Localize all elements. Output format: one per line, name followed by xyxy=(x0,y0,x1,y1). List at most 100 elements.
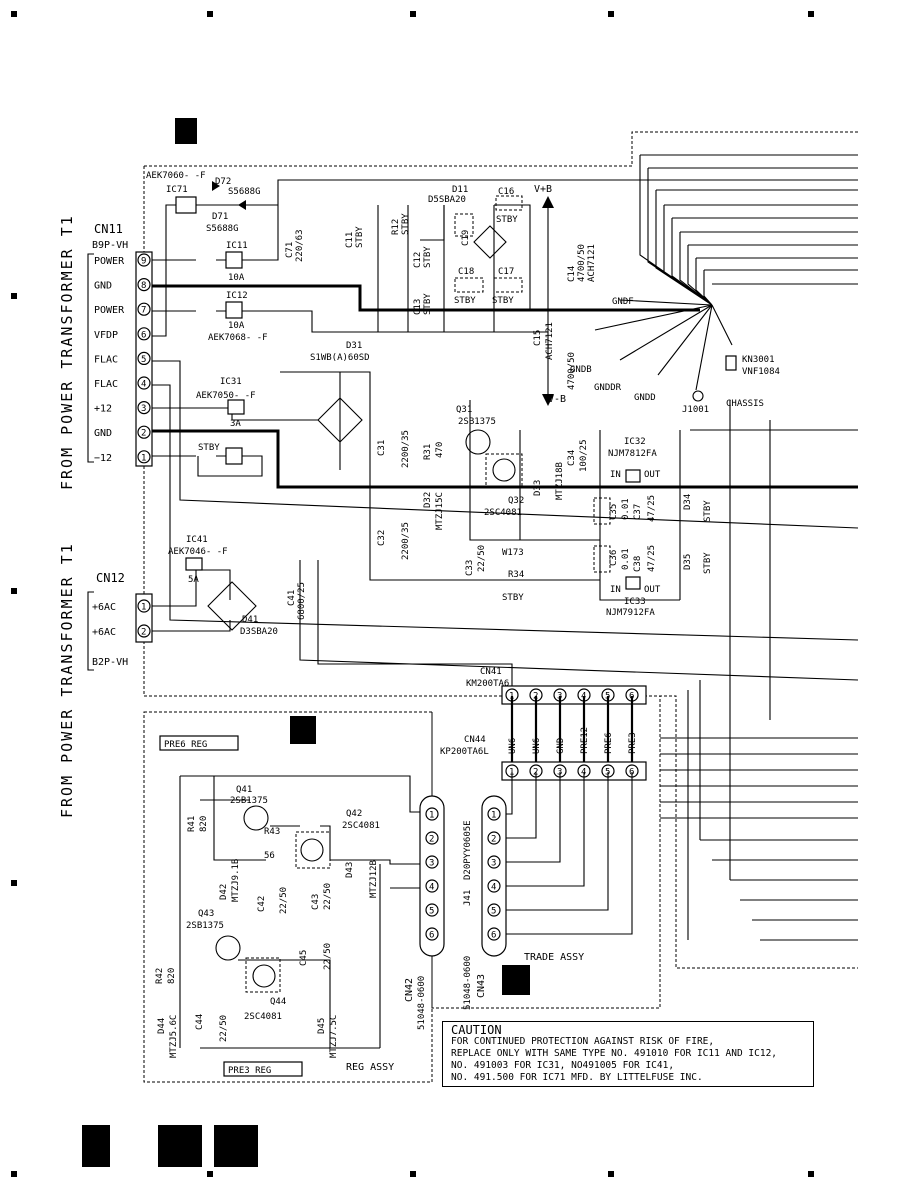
d71-part: S5688G xyxy=(206,224,239,234)
j1001-label: J1001 xyxy=(682,405,709,415)
r42-val: 820 xyxy=(167,968,177,984)
c18-label: C18 xyxy=(458,267,474,277)
w173-label: W173 xyxy=(502,548,524,558)
cn12-pin-circle xyxy=(137,624,151,638)
cn11-pin-number: 4 xyxy=(141,380,146,390)
kn3001-part: VNF1084 xyxy=(742,367,780,377)
cn11-pin-label: GND xyxy=(94,281,112,292)
ic32-in: IN xyxy=(610,470,621,480)
reg-assy-circuit: PRE6 REG Q41 2SB1375 Q42 2SC4081 R41 820… xyxy=(155,735,420,1077)
ic11-ic12: IC11 10A IC12 10A AEK7068- -F xyxy=(208,241,268,343)
ic71-label: IC71 xyxy=(166,185,188,195)
cn11-pin-circle xyxy=(137,401,151,415)
q42-label: Q42 xyxy=(346,809,362,819)
cn11-pin-circle xyxy=(137,278,151,292)
r42-label: R42 xyxy=(155,968,165,984)
cn42-pin-number: 2 xyxy=(429,835,434,845)
main-board-outline xyxy=(143,166,858,969)
d72-part: S5688G xyxy=(228,187,261,197)
trade-assy-title: TRADE ASSY xyxy=(524,952,584,963)
c43-val: 22/50 xyxy=(323,883,333,910)
c41-label: C41 xyxy=(287,590,297,606)
ic11-val: 10A xyxy=(228,273,245,283)
connector-cn44: CN44 KP200TA6L 1UN62UN63GND4PRE125PRE66P… xyxy=(440,727,647,781)
c14-label: C14 xyxy=(567,266,577,282)
block-marker-a xyxy=(175,118,197,144)
r31-val: 470 xyxy=(435,442,445,458)
c44-val: 22/50 xyxy=(219,1015,229,1042)
r31-label: R31 xyxy=(423,444,433,460)
cn43-pin-number: 5 xyxy=(491,907,496,917)
cn42-pin-circle xyxy=(425,855,439,869)
cn11-pin-number: 2 xyxy=(141,429,146,439)
c36-label: C36 xyxy=(609,550,619,566)
cn44-part: KP200TA6L xyxy=(440,747,489,757)
cn11-pin-label: FLAC xyxy=(94,354,118,365)
q41-label: Q41 xyxy=(236,785,252,795)
footer-block-2 xyxy=(158,1125,202,1167)
cn11-pin-circle xyxy=(137,376,151,390)
d42-part: MTZJ9.1B xyxy=(231,859,241,902)
block-marker-b xyxy=(290,716,316,744)
pre3-reg-label: PRE3 REG xyxy=(228,1066,271,1076)
c32-label: C32 xyxy=(377,530,387,546)
ic41-group: IC41 AEK7046- -F 5A D41 D3SBA20 C41 6800… xyxy=(168,535,307,637)
side-label-t1-bottom: FROM POWER TRANSFORMER T1 xyxy=(58,542,76,818)
ic71-part: AEK7060- -F xyxy=(146,171,206,181)
cn11-pin-circle xyxy=(137,450,151,464)
d11-bridge-group: C11 STBY R12 STBY C12 STBY C13 STBY D11 … xyxy=(345,185,523,315)
q44-label: Q44 xyxy=(270,997,286,1007)
cn42-pin-circle xyxy=(425,807,439,821)
d11-label: D11 xyxy=(452,185,468,195)
cn43-pin-circle xyxy=(487,927,501,941)
d32-label: D32 xyxy=(423,492,433,508)
cn11-pin-number: 7 xyxy=(141,306,146,316)
gndd-label: GNDD xyxy=(634,393,656,403)
d42-label: D42 xyxy=(219,884,229,900)
cn11-pin-circle xyxy=(137,425,151,439)
cn42-pin-number: 5 xyxy=(429,907,434,917)
cn41-part: KM200TA6 xyxy=(466,679,509,689)
d34-label: D34 xyxy=(683,494,693,510)
c34-label: C34 xyxy=(567,450,577,466)
cn42-pin-circle xyxy=(425,879,439,893)
ic12-label: IC12 xyxy=(226,291,248,301)
caution-title: CAUTION xyxy=(451,1023,502,1037)
gnddr-label: GNDDR xyxy=(594,383,622,393)
side-label-t1-top: FROM POWER TRANSFORMER T1 xyxy=(58,214,76,490)
c41-val: 6800/25 xyxy=(297,582,307,620)
cn44-name: CN44 xyxy=(464,735,486,745)
c45-val: 22/50 xyxy=(323,943,333,970)
q32-label: Q32 xyxy=(508,496,524,506)
c38-label: C38 xyxy=(633,556,643,572)
ic71-fuse xyxy=(175,196,197,214)
ground-symbols: GNDF GNDB GNDDR GNDD J1001 KN3001 VNF108… xyxy=(570,297,780,415)
cn42-pin-number: 3 xyxy=(429,859,434,869)
c13-val: STBY xyxy=(423,293,433,315)
right-bus xyxy=(594,154,858,941)
c71-label: C71 xyxy=(285,242,295,258)
cn43-pin-number: 6 xyxy=(491,931,496,941)
r41-label: R41 xyxy=(187,816,197,832)
r34-label: R34 xyxy=(508,570,524,580)
caution-line: FOR CONTINUED PROTECTION AGAINST RISK OF… xyxy=(451,1036,715,1047)
c35-label: C35 xyxy=(609,504,619,520)
q44-part: 2SC4081 xyxy=(244,1012,282,1022)
cn11-pin-number: 5 xyxy=(141,355,146,365)
cn11-pin-label: VFDP xyxy=(94,330,118,341)
c17-label: C17 xyxy=(498,267,514,277)
d31-part: S1WB(A)60SD xyxy=(310,353,370,363)
ic31-label: IC31 xyxy=(220,377,242,387)
c37-label: C37 xyxy=(633,504,643,520)
connector-cn11: CN11 B9P-VH 9POWER8GND7POWER6VFDP5FLAC4F… xyxy=(87,222,153,467)
ic31-part: AEK7050- -F xyxy=(196,391,256,401)
c44-label: C44 xyxy=(195,1014,205,1030)
cn11-pin-label: −12 xyxy=(94,453,112,464)
c15-label: C15 xyxy=(533,330,543,346)
ic33-in: IN xyxy=(610,585,621,595)
cn11-pin-number: 8 xyxy=(141,281,146,291)
c71-val: 220/63 xyxy=(295,229,305,262)
reg-assy-title: REG ASSY xyxy=(346,1062,394,1073)
